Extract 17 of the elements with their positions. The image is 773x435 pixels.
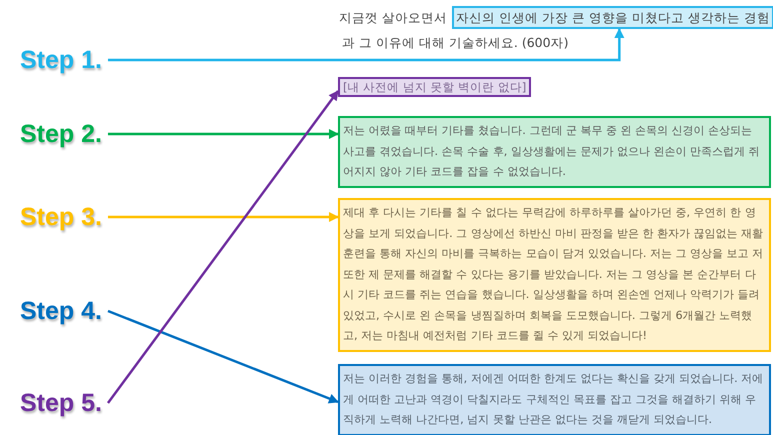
paragraph-box: 저는 어렸을 때부터 기타를 쳤습니다. 그런데 군 복무 중 왼 손목의 신경이 손상되는 사고를 겪었습니다. 손목 수술 후, 일상생활에는 문제가 없으나 왼손이 만족스럽게 쥐어지지 않아 기타 코드를 잡을 수 없었습니다. (338, 116, 771, 188)
step-label: Step 3. (20, 202, 108, 232)
arrow (108, 129, 339, 139)
question-text: 지금껏 살아오면서 (339, 8, 447, 26)
step-label: Step 5. (20, 388, 108, 418)
paragraph-box: 저는 이러한 경험을 통해, 저에겐 어떠한 한계도 없다는 확신을 갖게 되었습니다. 저에게 어떠한 고난과 역경이 닥칠지라도 구체적인 목표를 잡고 그것을 해결하기 위해 우직하게 노력해 나간다면, 넘지 못할 난관은 없다는 것을 깨닫게 되었습니다. (338, 364, 771, 435)
arrow (108, 212, 339, 222)
arrow (106, 90, 339, 404)
step-label: Step 1. (20, 45, 108, 75)
question-text: 과 그 이유에 대해 기술하세요. (600자) (342, 34, 568, 52)
arrow (108, 28, 624, 62)
paragraph-box: 제대 후 다시는 기타를 칠 수 없다는 무력감에 하루하루를 살아가던 중, 우연히 한 영상을 보게 되었습니다. 그 영상에선 하반신 마비 판정을 받은 한 환자가 끊임없는 재활훈련을 통해 자신의 마비를 극복하는 모습이 담겨 있었습니다. 저는 그 영상을 보고 저 또한 제 문제를 해결할 수 있다는 용기를 받았습니다. 저는 그 영상을 본 순간부터 다시 기타 코드를 쥐는 연습을 했습니다. 일상생활을 하며 왼손엔 언제나 악력기가 들려있었고, 수시로 왼 손목을 냉찜질하며 회복을 도모했습니다. 그렇게 6개월간 노력했고, 저는 마침내 예전처럼 기타 코드를 쥘 수 있게 되었습니다! (338, 198, 771, 352)
motto-box: [내 사전에 넘지 못할 벽이란 없다] (338, 77, 532, 97)
step-label: Step 4. (20, 296, 108, 326)
step-label: Step 2. (20, 119, 108, 149)
highlighted-phrase: 자신의 인생에 가장 큰 영향을 미쳤다고 생각하는 경험 (452, 6, 773, 29)
arrow (108, 310, 339, 404)
